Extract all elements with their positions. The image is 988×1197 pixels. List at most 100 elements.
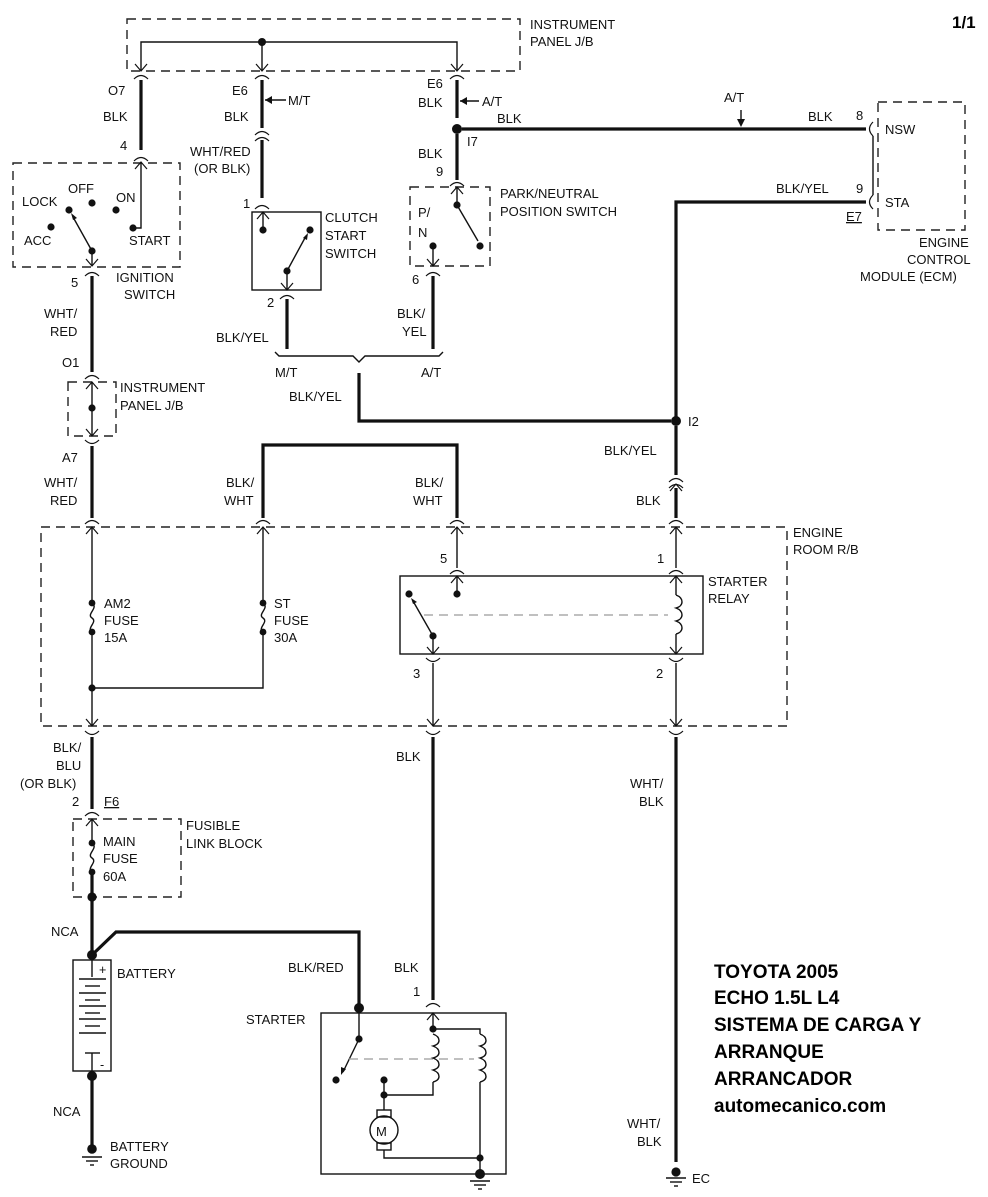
starter-pull-in-return	[384, 1082, 434, 1096]
title-line-website: automecanico.com	[714, 1096, 886, 1117]
wire-clutch-out-label: BLK/YEL	[216, 330, 269, 345]
connector-o7-cup	[133, 74, 149, 80]
wire-st-out-label-2: WHT	[224, 493, 254, 508]
connector-o7-arrow	[134, 63, 148, 72]
battery-plus-sign: +	[99, 963, 106, 977]
wire-a7-label-1: WHT/	[44, 475, 78, 490]
ign-label-acc: ACC	[24, 233, 51, 248]
pin-relay-5: 5	[440, 551, 447, 566]
pin-ign-5: 5	[71, 275, 78, 290]
connector-pn-9-cup	[449, 181, 465, 187]
ign-switch-arm-tip	[71, 213, 77, 220]
starter-relay-name-1: STARTER	[708, 574, 767, 589]
jb-top-bus	[140, 41, 458, 70]
battery-ground-icon	[82, 1144, 102, 1166]
wire-ec-label-2: BLK	[637, 1134, 662, 1149]
ground-ec-point	[671, 1167, 681, 1177]
pin-starter-1: 1	[413, 984, 420, 999]
wire-starter-feed	[90, 930, 361, 1005]
ign-switch-arm	[72, 216, 93, 252]
title-block: TOYOTA 2005 ECHO 1.5L L4 SISTEMA DE CARG…	[714, 962, 922, 1117]
relay-3-cup	[425, 657, 441, 663]
wire-ign-out-label-2: RED	[50, 324, 77, 339]
pn-pos-label-2: N	[418, 225, 427, 240]
clutch-arm-tip	[303, 233, 308, 240]
connector-o7-label: O7	[108, 83, 125, 98]
starter-pull-in-coil	[430, 1033, 440, 1083]
clutch-name-1: CLUTCH	[325, 210, 378, 225]
wire-st-to-relay	[261, 443, 459, 518]
connector-e6-at-label: E6	[427, 76, 443, 91]
wire-pn-out-label-2: YEL	[402, 324, 427, 339]
battery-ground-label-2: GROUND	[110, 1156, 168, 1171]
wire-ec-label-1: WHT/	[627, 1116, 661, 1131]
pin-clutch-1: 1	[243, 196, 250, 211]
ign-lock-contact	[65, 206, 73, 214]
wire-relay2-label-2: BLK	[639, 794, 664, 809]
connector-clutch-1-cup	[254, 204, 270, 210]
page-indicator: 1/1	[952, 13, 976, 32]
connector-e6-mt-cup	[254, 74, 270, 80]
pin-relay-1: 1	[657, 551, 664, 566]
relay-5-cup	[449, 569, 465, 575]
relay-2-arrow	[669, 646, 683, 655]
pn-name-1: PARK/NEUTRAL	[500, 186, 599, 201]
connector-ign-5-cup	[84, 271, 100, 277]
battery-minus-sign: -	[100, 1058, 104, 1072]
nsw-at-pointer-head	[737, 119, 745, 127]
rb-exit-cup-relay3	[425, 730, 441, 736]
st-fuse-element	[260, 602, 266, 633]
starter-motor-letter: M	[376, 1124, 387, 1139]
ign-5-arrow	[85, 258, 99, 267]
merge-mt-label: M/T	[275, 365, 297, 380]
am2-fuse-element	[89, 602, 95, 633]
fusible-link-block: MAIN FUSE 60A FUSIBLE LINK BLOCK	[72, 818, 263, 902]
flb-name-2: LINK BLOCK	[186, 836, 263, 851]
merge-at-label: A/T	[421, 365, 441, 380]
wire-merge-out-label: BLK/YEL	[289, 389, 342, 404]
connector-f6-cup	[84, 811, 100, 817]
mt-pointer-head	[265, 96, 272, 104]
relay-3-arrow	[426, 646, 440, 655]
connector-pn-6-cup	[425, 271, 441, 277]
main-fuse-label-1: MAIN	[103, 834, 136, 849]
pn-arm	[456, 204, 479, 242]
connector-clutch-2-cup	[279, 294, 295, 300]
starter-relay: STARTER RELAY	[399, 574, 767, 655]
wire-relay5-label-2: WHT	[413, 493, 443, 508]
rb-entry-cup-st	[255, 519, 271, 525]
i2-inline-cup-top	[668, 477, 684, 483]
ign-label-start: START	[129, 233, 170, 248]
wire-sta	[674, 200, 866, 417]
jb-mid-splice	[88, 404, 96, 412]
clutch-2-arrow	[280, 282, 294, 291]
ecm-name-2: CONTROL	[907, 252, 971, 267]
clutch-name-3: SWITCH	[325, 246, 376, 261]
connector-e6-mt-label: E6	[232, 83, 248, 98]
title-line-make-year: TOYOTA 2005	[714, 962, 839, 983]
wire-i7-right-label: BLK	[497, 111, 522, 126]
connectors-top	[133, 63, 465, 80]
battery-ground-label-1: BATTERY	[110, 1139, 169, 1154]
mt-inline-cup-bottom	[254, 136, 270, 142]
starter-ground-icon	[470, 1169, 490, 1190]
clutch-contact-open	[306, 226, 314, 234]
splice-i7	[452, 124, 462, 134]
ign-name-2: SWITCH	[124, 287, 175, 302]
connector-ecm-8-cup	[868, 121, 874, 137]
title-line-system-2: ARRANQUE	[714, 1042, 824, 1063]
wire-nca-bottom-label: NCA	[53, 1104, 81, 1119]
clutch-contact-fixed	[259, 226, 267, 234]
title-line-system-1: SISTEMA DE CARGA Y	[714, 1015, 922, 1036]
title-line-subsystem: ARRANCADOR	[714, 1069, 853, 1090]
wire-relay2-label-1: WHT/	[630, 776, 664, 791]
ignition-switch-outline	[12, 162, 181, 268]
main-fuse-label-2: FUSE	[103, 851, 138, 866]
mt-marker-label: M/T	[288, 93, 310, 108]
jb-mid-label-1: INSTRUMENT	[120, 380, 205, 395]
pin-ecm-9: 9	[856, 181, 863, 196]
jb-top-label-1: INSTRUMENT	[530, 17, 615, 32]
fusible-link-block-outline	[72, 818, 182, 898]
engine-room-relay-block: ENGINE ROOM R/B AM2 FUSE 15A ST FUSE 30A…	[40, 519, 859, 727]
st-fuse-lower-lead	[92, 632, 264, 689]
